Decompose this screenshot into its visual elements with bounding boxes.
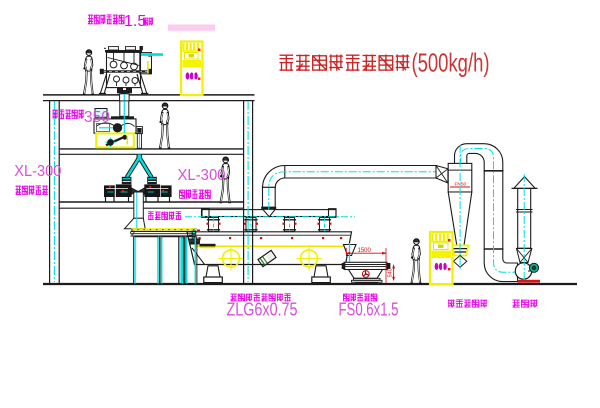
svg-text:XL-300: XL-300 [14,163,61,180]
svg-text:1500: 1500 [358,248,372,254]
svg-text:350: 350 [84,109,110,126]
svg-text:540: 540 [388,268,394,277]
svg-text:ZLG6x0.75: ZLG6x0.75 [227,299,298,320]
svg-text:(500kg/h): (500kg/h) [412,48,490,78]
svg-text:XL-300: XL-300 [178,167,226,184]
svg-text:1.5: 1.5 [124,13,146,30]
svg-text:FS0.6x1.5: FS0.6x1.5 [339,299,399,320]
